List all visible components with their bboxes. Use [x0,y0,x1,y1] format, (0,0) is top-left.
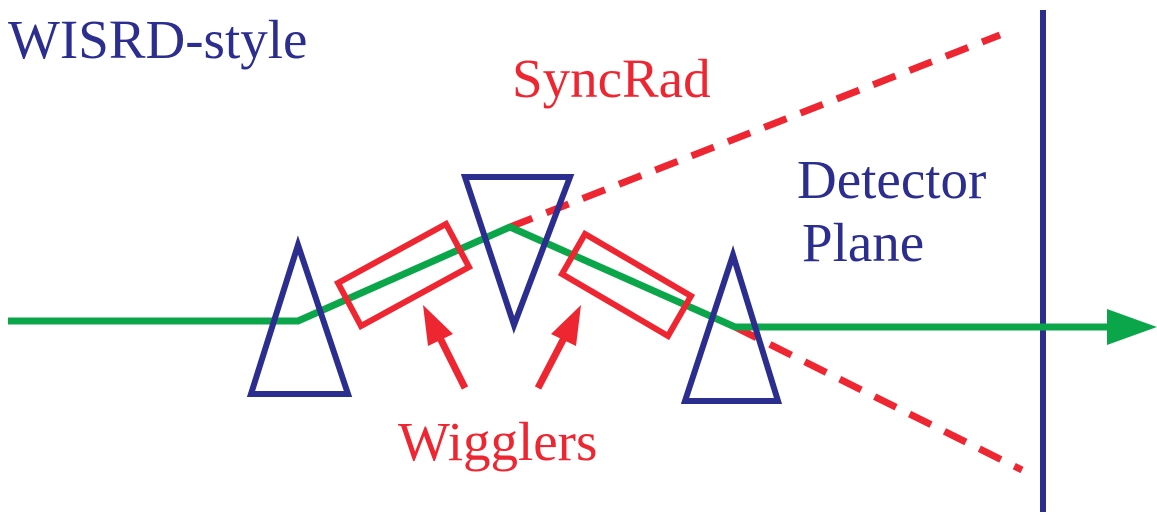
wiggler-left [333,219,474,331]
bend-magnet-left [246,235,353,397]
detector-label-line1: Detector [797,149,986,210]
beam-path [8,223,1110,331]
syncrad-label: SyncRad [512,48,711,109]
detector-label-line2: Plane [802,212,924,273]
wiggler-pointer-right-arrowhead-icon [551,305,581,346]
wiggler-right [557,229,696,341]
wiggler-pointer-left-arrowhead-icon [423,305,453,346]
bend-magnet-right [680,245,783,404]
bend-magnet-center [460,174,575,334]
wiggler-pointer-left-shaft [436,336,469,390]
beam-arrowhead-icon [1107,309,1157,345]
syncrad-ray-upper [508,31,1002,231]
title-label: WISRD-style [8,9,307,70]
syncrad-ray-lower [733,323,1024,474]
wiggler-pointer-right-shaft [534,336,568,390]
wigglers-label: Wigglers [398,411,597,472]
